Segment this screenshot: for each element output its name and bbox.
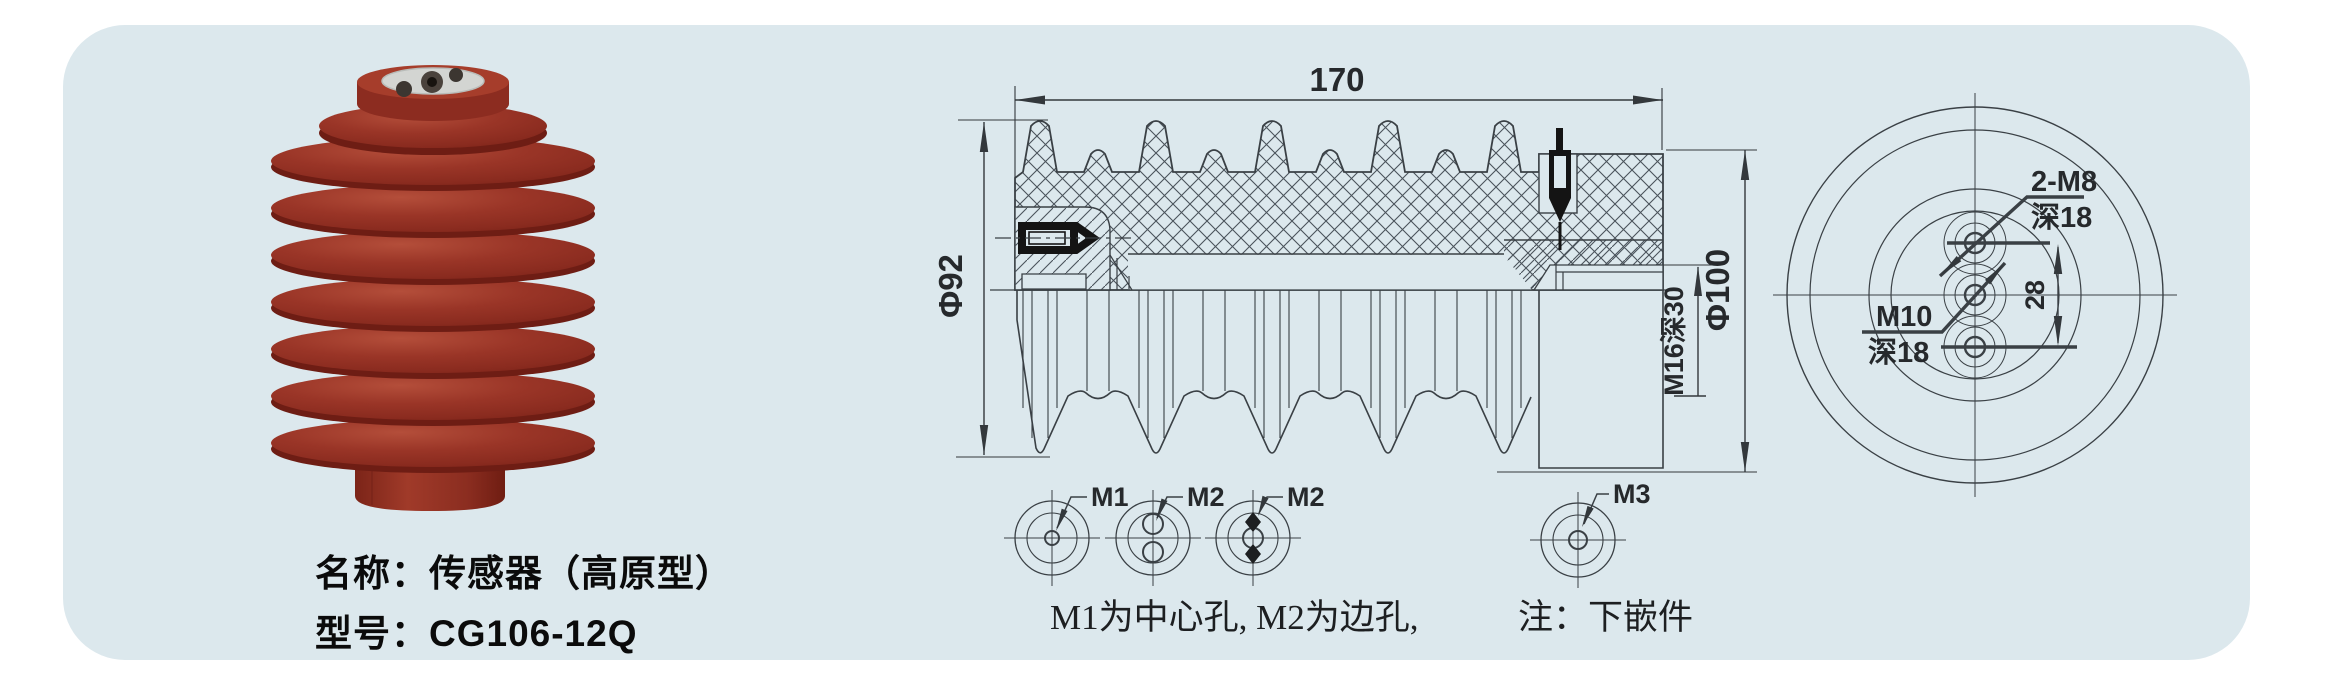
center-hole-depth: 深18	[1868, 336, 1929, 369]
insulator-top-cap	[319, 65, 547, 155]
arrowheads	[2053, 244, 2063, 346]
arrowhead	[1258, 495, 1269, 516]
m3-label: M3	[1613, 479, 1651, 509]
arrowhead	[1156, 498, 1168, 521]
thread-bore-region	[1532, 264, 1664, 291]
flange-diameter-text: Φ100	[1699, 249, 1736, 331]
length-dim-text: 170	[1309, 61, 1364, 98]
side-section-view	[990, 120, 1668, 469]
arrowhead	[1582, 505, 1594, 527]
insulator-shed	[271, 137, 595, 185]
hole-detail-m3: M3	[1530, 479, 1651, 588]
m2a-label: M2	[1187, 482, 1225, 512]
hole-note: M1为中心孔, M2为边孔,	[1050, 598, 1419, 637]
insulator-shed	[271, 325, 595, 373]
dimension-170: 170	[1014, 61, 1663, 178]
top-pin-insert	[1549, 128, 1571, 250]
dimension-phi92: Φ92	[932, 119, 1050, 458]
insulator-shed	[271, 184, 595, 232]
shed-outline-profile	[1016, 290, 1532, 454]
callout-m10: M10 深18	[1862, 261, 2007, 369]
arrowhead	[1985, 263, 2005, 285]
hole-detail-m1: M1	[1004, 482, 1129, 586]
dimension-28: 28	[2020, 244, 2063, 346]
insulator-shed	[271, 231, 595, 279]
top-holes-label: 2-M8	[2031, 166, 2097, 198]
product-name-label: 名称：传感器（高原型）	[315, 553, 733, 594]
end-view: 28 2-M8 深18 M10 深18	[1773, 93, 2177, 497]
arrowhead	[1694, 266, 1702, 296]
base-cylinder-outline	[1538, 290, 1664, 469]
dimension-phi100: Φ100	[1497, 149, 1757, 473]
insulator-shed	[271, 278, 595, 326]
title-block: 名称：传感器（高原型） 型号：CG106-12Q	[315, 544, 733, 664]
product-model-label: 型号：CG106-12Q	[315, 613, 638, 654]
hole-detail-m2-diamond: M2	[1205, 482, 1325, 586]
embedded-bolt-insert	[995, 222, 1135, 254]
m2b-label: M2	[1287, 482, 1325, 512]
bolt-hole-center	[1943, 263, 2007, 327]
arrowhead	[1940, 256, 1962, 276]
thread-dim-text: M16深30	[1659, 286, 1689, 396]
insert-note: 注：下嵌件	[1518, 598, 1693, 637]
product-photo	[271, 65, 595, 511]
hole-spacing-text: 28	[2020, 280, 2050, 310]
diamond-inserts	[1245, 512, 1261, 564]
shed-diameter-text: Φ92	[932, 254, 969, 318]
top-holes-depth: 深18	[2031, 201, 2092, 234]
arrowhead	[1056, 508, 1068, 531]
insert-plate	[1021, 273, 1087, 290]
dimension-thread-m16: M16深30	[1659, 264, 1712, 397]
insulator-shed	[271, 419, 595, 467]
center-hole-label: M10	[1876, 301, 1932, 333]
callout-2m8: 2-M8 深18	[1938, 166, 2097, 278]
shed-projection-lines	[1022, 290, 1522, 438]
section-profile	[1014, 120, 1664, 291]
insulator-sheds	[271, 137, 595, 473]
hole-extension-lines	[1941, 241, 2077, 349]
insulator-shed	[271, 372, 595, 420]
m1-label: M1	[1091, 482, 1129, 512]
hole-detail-m2-side: M2	[1105, 482, 1225, 586]
